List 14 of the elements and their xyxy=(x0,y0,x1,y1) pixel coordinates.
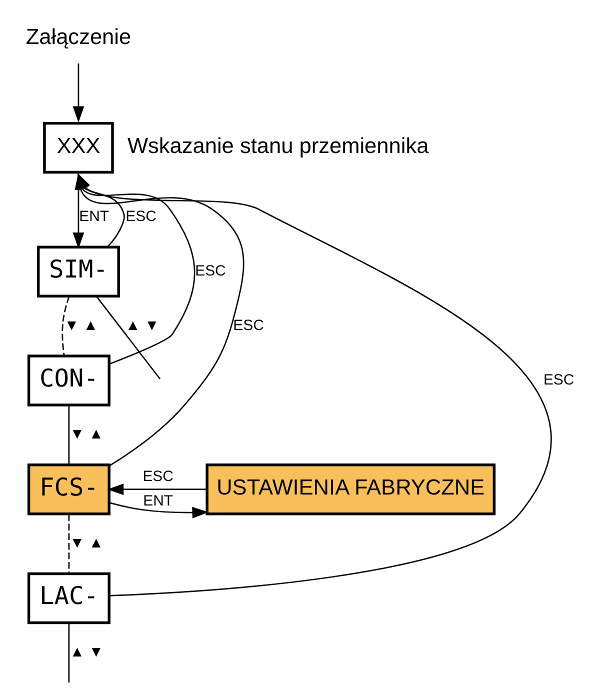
edge-label: ESC xyxy=(195,262,226,280)
edge-label: ▼ ▲ xyxy=(70,426,104,443)
edge-label: ESC xyxy=(543,371,574,388)
edge-label: ENT xyxy=(79,208,110,226)
node-label: Wskazanie stanu przemiennika xyxy=(127,132,429,158)
edge-label: ▲ ▼ xyxy=(126,316,160,334)
edge-label: ▼ ▲ xyxy=(64,316,98,334)
edge-label: ESC xyxy=(233,316,264,334)
node-text: Załączenie xyxy=(26,24,132,50)
edge-label: ESC xyxy=(126,208,156,226)
edge-label: ▼ ▲ xyxy=(70,534,104,552)
edge-label: ESC xyxy=(142,468,174,485)
edge-label: ▲ ▼ xyxy=(70,643,104,660)
edge-label: ENT xyxy=(143,492,174,510)
